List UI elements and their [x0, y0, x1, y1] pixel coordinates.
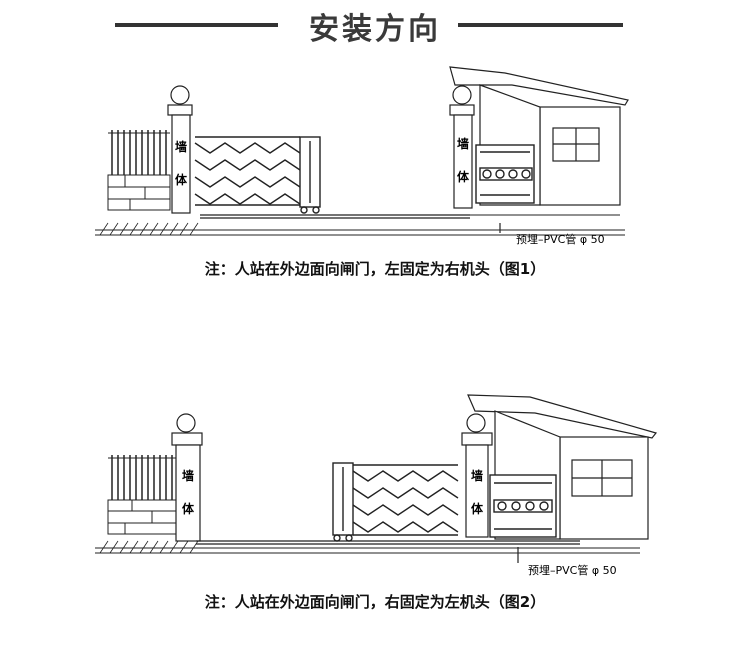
installation-diagram-1: 墙 体 墙 体: [0, 55, 750, 255]
wall-label-top: 墙: [175, 139, 187, 154]
wall-label-bottom: 体: [175, 172, 188, 187]
pvc-pipe: [196, 540, 580, 563]
pvc-pipe: [200, 214, 501, 233]
retractable-gate: [194, 136, 321, 214]
title-rule-right: [458, 23, 623, 27]
wall-label-top-right: 墙: [457, 136, 469, 151]
ground-hatch: [95, 540, 640, 554]
left-wall-pillar: [167, 85, 193, 214]
gate-motor-unit: [475, 144, 535, 204]
wall-label-bottom-right: 体: [471, 501, 484, 516]
gate-motor-unit: [489, 474, 557, 538]
installation-diagram-2: 墙 体 墙 体: [0, 385, 750, 585]
pvc-label: 预埋–PVC管 φ 50: [528, 563, 617, 577]
left-wall-pillar: [171, 413, 203, 542]
wall-label-top: 墙: [182, 468, 194, 483]
pvc-label: 预埋–PVC管 φ 50: [516, 232, 605, 246]
guard-house: [449, 66, 629, 206]
brick-fence: [107, 130, 171, 211]
retractable-gate: [332, 462, 459, 542]
header: 安装方向: [0, 0, 750, 50]
page-title: 安装方向: [309, 12, 441, 47]
diagram-2-caption: 注：人站在外边面向闸门，右固定为左机头（图2）: [204, 593, 546, 611]
diagram-1-drawing: 墙 体 墙 体: [95, 66, 629, 246]
right-wall-pillar: [461, 413, 493, 538]
wall-label-bottom: 体: [182, 501, 195, 516]
wall-label-top-right: 墙: [471, 468, 483, 483]
wall-label-bottom-right: 体: [457, 169, 470, 184]
diagram-1-caption: 注：人站在外边面向闸门，左固定为右机头（图1）: [204, 260, 546, 278]
diagram-2-drawing: 墙 体 墙 体: [95, 394, 658, 577]
brick-fence: [107, 455, 177, 535]
right-wall-pillar: [449, 85, 475, 209]
title-rule-left: [115, 23, 278, 27]
